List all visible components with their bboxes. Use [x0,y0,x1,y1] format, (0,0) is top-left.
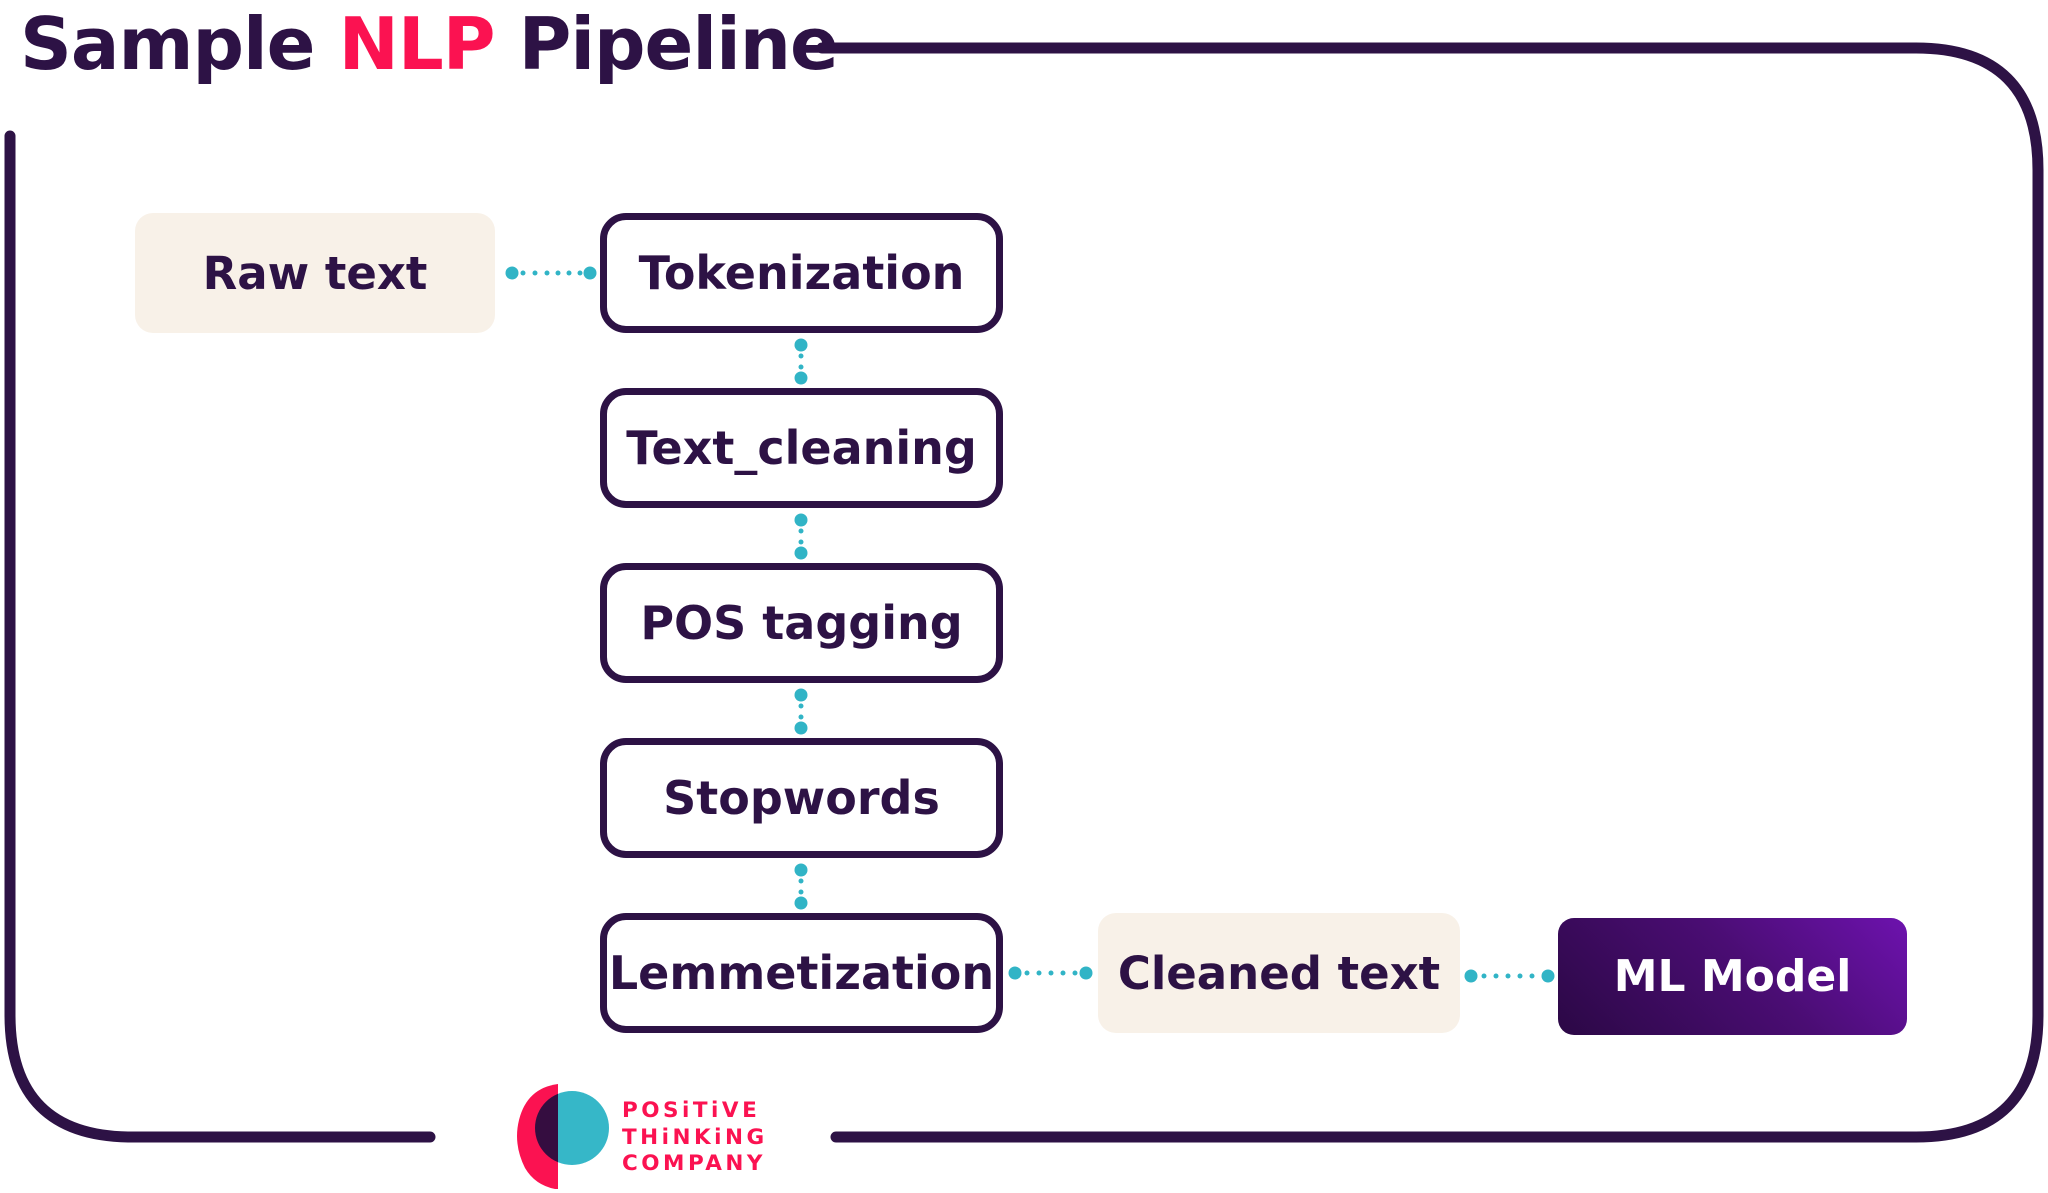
logo-text-line1: POSiTiVE [622,1098,761,1123]
logo-text: POSiTiVE THiNKiNG COMPANY [622,1098,768,1178]
node-tokenization: Tokenization [600,213,1003,333]
node-text-cleaning-label: Text_cleaning [626,421,977,475]
connector-postagging-stopwords [794,688,808,735]
node-raw-text: Raw text [135,213,495,333]
node-cleaned-text-label: Cleaned text [1117,946,1441,1000]
title-part2: Pipeline [494,2,839,86]
node-lemmetization: Lemmetization [600,913,1003,1033]
node-pos-tagging: POS tagging [600,563,1003,683]
logo-text-line3: COMPANY [622,1151,766,1176]
node-pos-tagging-label: POS tagging [640,596,963,650]
logo-mark-teal-circle [535,1091,609,1165]
connector-cleanedtext-mlmodel [1464,969,1555,983]
node-lemmetization-label: Lemmetization [608,946,995,1000]
node-text-cleaning: Text_cleaning [600,388,1003,508]
node-stopwords: Stopwords [600,738,1003,858]
logo-text-line2: THiNKiNG [622,1124,768,1150]
page-title: Sample NLP Pipeline [20,2,839,86]
title-accent-nlp: NLP [338,2,496,86]
node-ml-model: ML Model [1558,918,1907,1035]
title-part1: Sample [20,2,339,86]
connector-textcleaning-postagging [794,513,808,560]
node-raw-text-label: Raw text [202,246,428,300]
connector-tokenization-textcleaning [794,338,808,385]
connector-rawtext-tokenization [505,266,597,280]
connector-stopwords-lemmetization [794,863,808,910]
node-stopwords-label: Stopwords [663,771,940,825]
company-logo: POSiTiVE THiNKiNG COMPANY [505,1078,805,1193]
node-ml-model-label: ML Model [1613,951,1852,1002]
node-cleaned-text: Cleaned text [1098,913,1460,1033]
node-tokenization-label: Tokenization [638,246,965,300]
connector-lemmetization-cleanedtext [1008,966,1093,980]
